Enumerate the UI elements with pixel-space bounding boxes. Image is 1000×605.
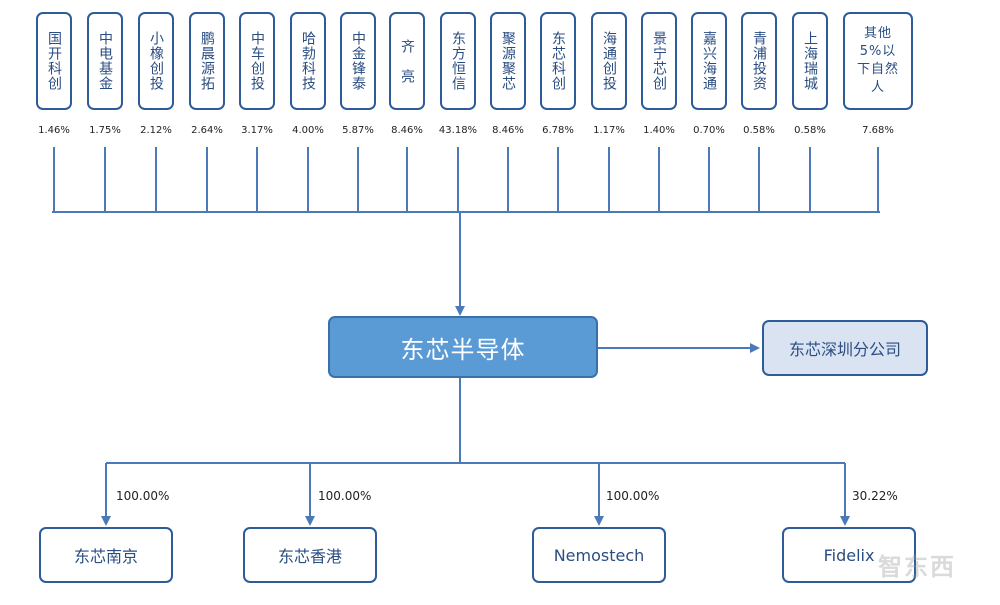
shareholder-pct: 43.18% <box>438 125 478 136</box>
shareholder-box: 上海瑞城 <box>792 12 828 110</box>
shareholder-box: 中金锋泰 <box>340 12 376 110</box>
shareholder-pct: 0.58% <box>794 125 826 136</box>
shareholder-pct: 1.40% <box>643 125 675 136</box>
shareholder-box: 中车创投 <box>239 12 275 110</box>
shareholder-pct: 6.78% <box>542 125 574 136</box>
shareholder-pct: 5.87% <box>342 125 374 136</box>
shareholder-name: 上海瑞城 <box>802 31 818 91</box>
subsidiary-pct: 30.22% <box>852 489 898 503</box>
shareholder-box: 海通创投 <box>591 12 627 110</box>
subsidiary-pct: 100.00% <box>606 489 660 503</box>
shareholder-name: 东方恒信 <box>450 31 466 91</box>
shareholder-box: 鹏晨源拓 <box>189 12 225 110</box>
shareholder-pct: 0.70% <box>693 125 725 136</box>
shareholder-pct: 1.17% <box>593 125 625 136</box>
shareholder-box: 小橡创投 <box>138 12 174 110</box>
shareholder-pct: 7.68% <box>862 125 894 136</box>
shareholder-name: 哈勃科技 <box>300 31 316 91</box>
subsidiary-box: Nemostech <box>532 527 666 583</box>
shareholder-box: 国开科创 <box>36 12 72 110</box>
shareholder-name: 其他5%以下自然人 <box>856 26 899 95</box>
shareholder-name: 中电基金 <box>97 31 113 91</box>
shareholder-pct: 4.00% <box>292 125 324 136</box>
subsidiary-box: Fidelix <box>782 527 916 583</box>
subsidiary-pct: 100.00% <box>318 489 372 503</box>
shareholder-name: 青浦投资 <box>751 31 767 91</box>
shareholder-name: 鹏晨源拓 <box>199 31 215 91</box>
shareholder-box: 哈勃科技 <box>290 12 326 110</box>
shareholder-pct: 2.12% <box>140 125 172 136</box>
shareholder-box: 景宁芯创 <box>641 12 677 110</box>
shareholder-name: 齐 亮 <box>399 38 415 84</box>
branch-office-box: 东芯深圳分公司 <box>762 320 928 376</box>
shareholder-box: 嘉兴海通 <box>691 12 727 110</box>
shareholder-box: 聚源聚芯 <box>490 12 526 110</box>
shareholder-name: 聚源聚芯 <box>500 31 516 91</box>
shareholder-pct: 0.58% <box>743 125 775 136</box>
shareholder-name: 小橡创投 <box>148 31 164 91</box>
shareholder-pct: 8.46% <box>492 125 524 136</box>
shareholder-box: 齐 亮 <box>389 12 425 110</box>
subsidiary-pct: 100.00% <box>116 489 170 503</box>
shareholder-box: 东方恒信 <box>440 12 476 110</box>
shareholder-pct: 3.17% <box>241 125 273 136</box>
subsidiary-box: 东芯香港 <box>243 527 377 583</box>
shareholder-name: 景宁芯创 <box>651 31 667 91</box>
shareholder-box: 东芯科创 <box>540 12 576 110</box>
shareholder-name: 中金锋泰 <box>350 31 366 91</box>
shareholder-box: 中电基金 <box>87 12 123 110</box>
shareholder-name: 海通创投 <box>601 31 617 91</box>
company-box: 东芯半导体 <box>328 316 598 378</box>
shareholder-box: 青浦投资 <box>741 12 777 110</box>
shareholder-name: 中车创投 <box>249 31 265 91</box>
shareholder-pct: 2.64% <box>191 125 223 136</box>
shareholder-box: 其他5%以下自然人 <box>843 12 913 110</box>
shareholder-pct: 1.46% <box>38 125 70 136</box>
shareholder-name: 嘉兴海通 <box>701 31 717 91</box>
subsidiary-box: 东芯南京 <box>39 527 173 583</box>
shareholder-name: 国开科创 <box>46 31 62 91</box>
shareholder-name: 东芯科创 <box>550 31 566 91</box>
shareholder-pct: 1.75% <box>89 125 121 136</box>
shareholder-pct: 8.46% <box>391 125 423 136</box>
